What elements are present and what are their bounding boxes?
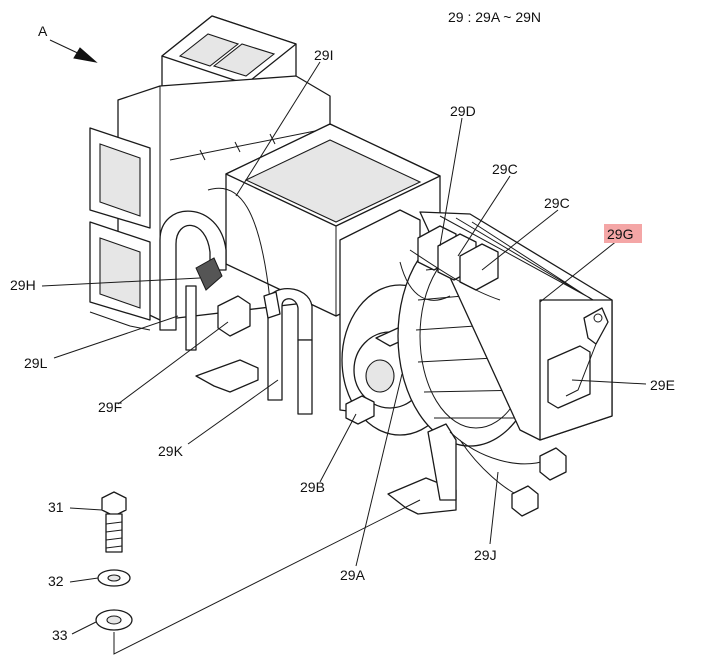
callout-29b: 29B bbox=[300, 479, 325, 495]
view-arrow-label: A bbox=[38, 23, 48, 39]
flat-washer-drawing bbox=[95, 609, 133, 631]
callout-29l: 29L bbox=[24, 355, 48, 371]
callout-29c-left: 29C bbox=[492, 161, 518, 177]
callout-33: 33 bbox=[52, 627, 68, 643]
hvac-unit-drawing bbox=[89, 15, 613, 517]
callout-29c-right: 29C bbox=[544, 195, 570, 211]
callout-29f: 29F bbox=[98, 399, 122, 415]
callout-labels: 29I 29D 29C 29C 29G 29H 29L 29F 29E 29K … bbox=[10, 47, 675, 643]
callout-29g: 29G bbox=[607, 226, 633, 242]
spring-washer-drawing bbox=[97, 569, 131, 587]
range-note: 29 : 29A ~ 29N bbox=[448, 9, 541, 25]
callout-29a: 29A bbox=[340, 567, 366, 583]
callout-29j: 29J bbox=[474, 547, 497, 563]
callout-32: 32 bbox=[48, 573, 64, 589]
callout-29k: 29K bbox=[158, 443, 184, 459]
arrow-head-icon bbox=[73, 47, 98, 63]
callout-29d: 29D bbox=[450, 103, 476, 119]
callout-31: 31 bbox=[48, 499, 64, 515]
callout-29i: 29I bbox=[314, 47, 333, 63]
callout-29e: 29E bbox=[650, 377, 675, 393]
leader-lines bbox=[41, 61, 647, 655]
highlight-29g bbox=[604, 224, 642, 243]
bolt-drawing bbox=[101, 491, 127, 553]
callout-29h: 29H bbox=[10, 277, 36, 293]
view-arrow: A bbox=[38, 23, 98, 63]
